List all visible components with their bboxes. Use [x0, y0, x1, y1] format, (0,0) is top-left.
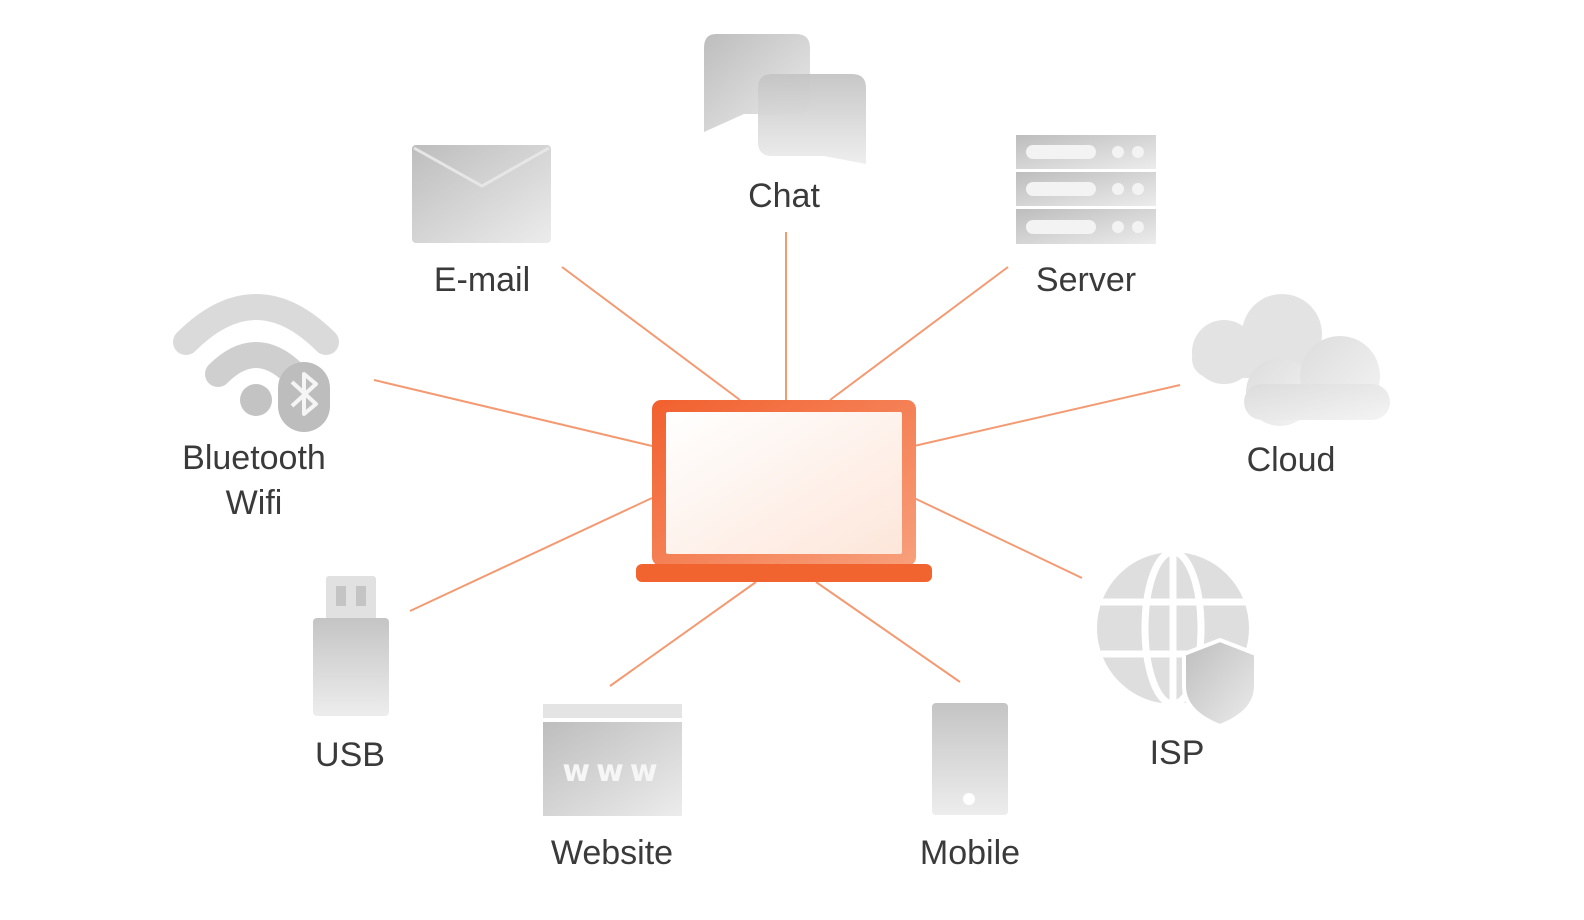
label-chat: Chat: [748, 177, 820, 215]
connector-website: [609, 581, 757, 687]
www-text: www: [562, 754, 663, 789]
connector-usb: [409, 497, 653, 612]
connector-lines: [373, 232, 1181, 687]
server-rack-icon: [1016, 135, 1156, 244]
smartphone-icon: [932, 703, 1008, 815]
connector-email: [561, 266, 741, 401]
label-cloud: Cloud: [1247, 441, 1336, 479]
label-wifi: Wifi: [226, 484, 283, 522]
connector-isp: [913, 497, 1083, 579]
label-isp: ISP: [1150, 734, 1205, 772]
label-mobile: Mobile: [920, 834, 1020, 872]
chat-bubbles-icon: [704, 34, 866, 164]
connector-cloud: [913, 384, 1181, 447]
usb-stick-icon: [313, 576, 389, 716]
label-email: E-mail: [434, 261, 530, 299]
connector-mobile: [815, 581, 961, 683]
browser-www-icon: www: [543, 704, 682, 816]
connector-bluetooth-wifi: [373, 379, 653, 447]
wifi-bluetooth-icon: [173, 294, 339, 432]
label-usb: USB: [315, 736, 385, 774]
globe-shield-icon: [1097, 548, 1258, 729]
envelope-icon: [412, 145, 551, 243]
label-website: Website: [551, 834, 673, 872]
label-server: Server: [1036, 261, 1136, 299]
cloud-icon: [1192, 294, 1390, 426]
laptop-icon: [636, 400, 932, 582]
connector-server: [829, 266, 1009, 401]
label-bluetooth: Bluetooth: [182, 439, 326, 477]
